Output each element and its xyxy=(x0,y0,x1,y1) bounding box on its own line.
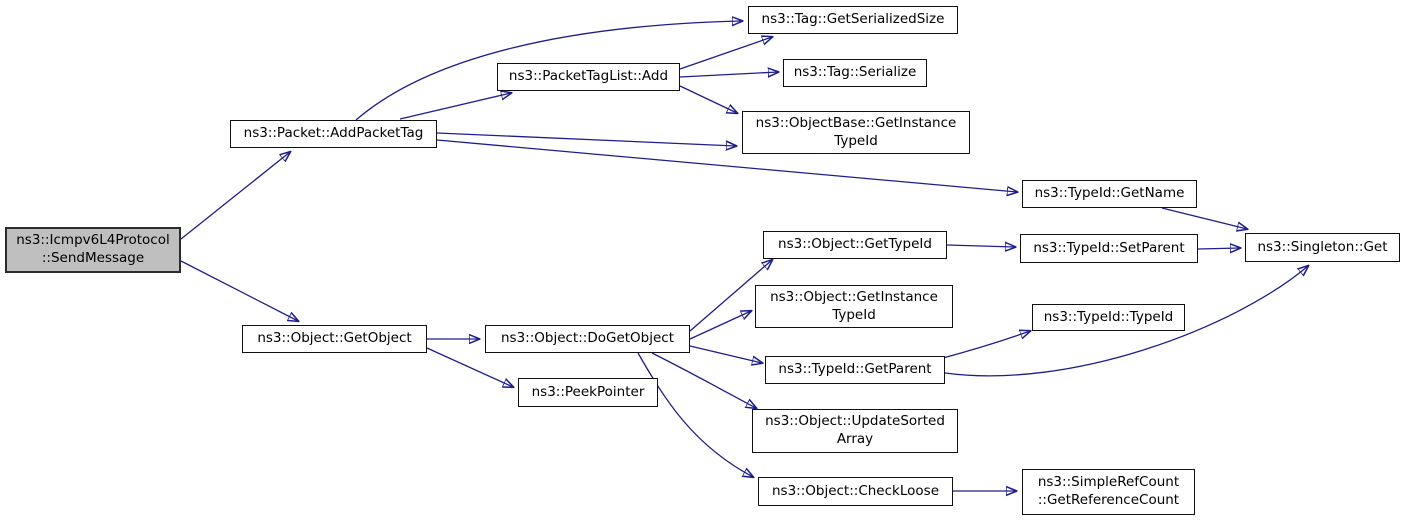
node-label: ns3::PacketTagList::Add xyxy=(508,68,669,85)
edge-getparent-singletonget xyxy=(944,266,1308,377)
node-label: ns3::Object::UpdateSorted Array xyxy=(765,413,945,447)
edge-dogetobject-updatesortedarray xyxy=(651,352,756,408)
edge-addpackettag-objectbasegetinstancetypeid xyxy=(436,132,736,146)
edge-dogetobject-checkloose xyxy=(637,352,753,477)
edge-sendmessage-addpackettag xyxy=(180,152,290,240)
node-label: ns3::TypeId::TypeId xyxy=(1043,308,1174,325)
node-peekpointer[interactable]: ns3::PeekPointer xyxy=(518,378,658,407)
node-label: ns3::TypeId::SetParent xyxy=(1033,239,1185,256)
node-label: ns3::Object::CheckLoose xyxy=(771,482,939,499)
node-label: ns3::ObjectBase::GetInstance TypeId xyxy=(755,114,957,149)
node-label: ns3::Singleton::Get xyxy=(1257,238,1388,255)
edge-gettypeid-setparent xyxy=(946,245,1015,247)
node-typeid-getname[interactable]: ns3::TypeId::GetName xyxy=(1022,180,1197,208)
node-label: ns3::Object::GetObject xyxy=(257,330,412,347)
node-label: ns3::PeekPointer xyxy=(531,383,645,400)
node-icmpv6l4protocol-sendmessage: ns3::Icmpv6L4Protocol ::SendMessage xyxy=(5,227,181,273)
edge-addpackettag-getname xyxy=(436,139,1017,192)
edge-dogetobject-getparent xyxy=(689,345,762,363)
node-label: ns3::Packet::AddPacketTag xyxy=(243,125,424,142)
edge-packettaglistadd-getserializedsize xyxy=(679,37,772,70)
node-label: ns3::TypeId::GetName xyxy=(1034,185,1185,202)
edge-getparent-typeidtypeid xyxy=(942,331,1030,359)
edge-packettaglistadd-serialize xyxy=(679,72,778,77)
node-object-updatesortedarray[interactable]: ns3::Object::UpdateSorted Array xyxy=(752,409,958,453)
node-tag-serialize[interactable]: ns3::Tag::Serialize xyxy=(783,59,927,87)
node-label: ns3::Tag::Serialize xyxy=(793,64,917,81)
node-object-gettypeid[interactable]: ns3::Object::GetTypeId xyxy=(763,231,947,259)
node-object-dogetobject[interactable]: ns3::Object::DoGetObject xyxy=(485,325,690,353)
edge-getobject-peekpointer xyxy=(426,347,513,387)
edge-packettaglistadd-objectbasegetinstancetypeid xyxy=(679,85,737,113)
node-tag-getserializedsize[interactable]: ns3::Tag::GetSerializedSize xyxy=(748,6,958,34)
node-typeid-getparent[interactable]: ns3::TypeId::GetParent xyxy=(765,356,945,384)
node-simplerefcount-getreferencecount[interactable]: ns3::SimpleRefCount ::GetReferenceCount xyxy=(1022,469,1195,515)
node-object-checkloose[interactable]: ns3::Object::CheckLoose xyxy=(758,477,953,506)
edge-dogetobject-objectgetinstancetypeid xyxy=(689,311,751,340)
node-label: ns3::SimpleRefCount ::GetReferenceCount xyxy=(1037,474,1180,508)
node-typeid-typeid[interactable]: ns3::TypeId::TypeId xyxy=(1032,304,1185,331)
node-object-getinstancetypeid[interactable]: ns3::Object::GetInstance TypeId xyxy=(755,285,953,328)
edge-addpackettag-getserializedsize xyxy=(355,21,742,121)
node-label: ns3::TypeId::GetParent xyxy=(778,361,932,378)
node-object-getobject[interactable]: ns3::Object::GetObject xyxy=(242,325,427,353)
node-label: ns3::Object::GetInstance TypeId xyxy=(770,288,938,323)
edge-sendmessage-getobject xyxy=(180,260,298,321)
node-label: ns3::Object::GetTypeId xyxy=(778,236,932,253)
edge-getname-singletonget xyxy=(1161,207,1247,229)
node-packet-addpackettag[interactable]: ns3::Packet::AddPacketTag xyxy=(230,120,437,148)
node-label: ns3::Tag::GetSerializedSize xyxy=(761,11,945,28)
node-typeid-setparent[interactable]: ns3::TypeId::SetParent xyxy=(1020,234,1198,263)
edge-setparent-singletonget xyxy=(1197,248,1240,249)
node-label: ns3::Object::DoGetObject xyxy=(500,330,675,347)
node-singleton-get[interactable]: ns3::Singleton::Get xyxy=(1245,233,1400,262)
node-packettaglist-add[interactable]: ns3::PacketTagList::Add xyxy=(497,63,680,91)
node-objectbase-getinstancetypeid[interactable]: ns3::ObjectBase::GetInstance TypeId xyxy=(742,111,970,154)
node-label: ns3::Icmpv6L4Protocol ::SendMessage xyxy=(16,232,170,266)
edge-addpackettag-packettaglistadd xyxy=(399,93,511,120)
edge-dogetobject-gettypeid xyxy=(689,260,772,332)
